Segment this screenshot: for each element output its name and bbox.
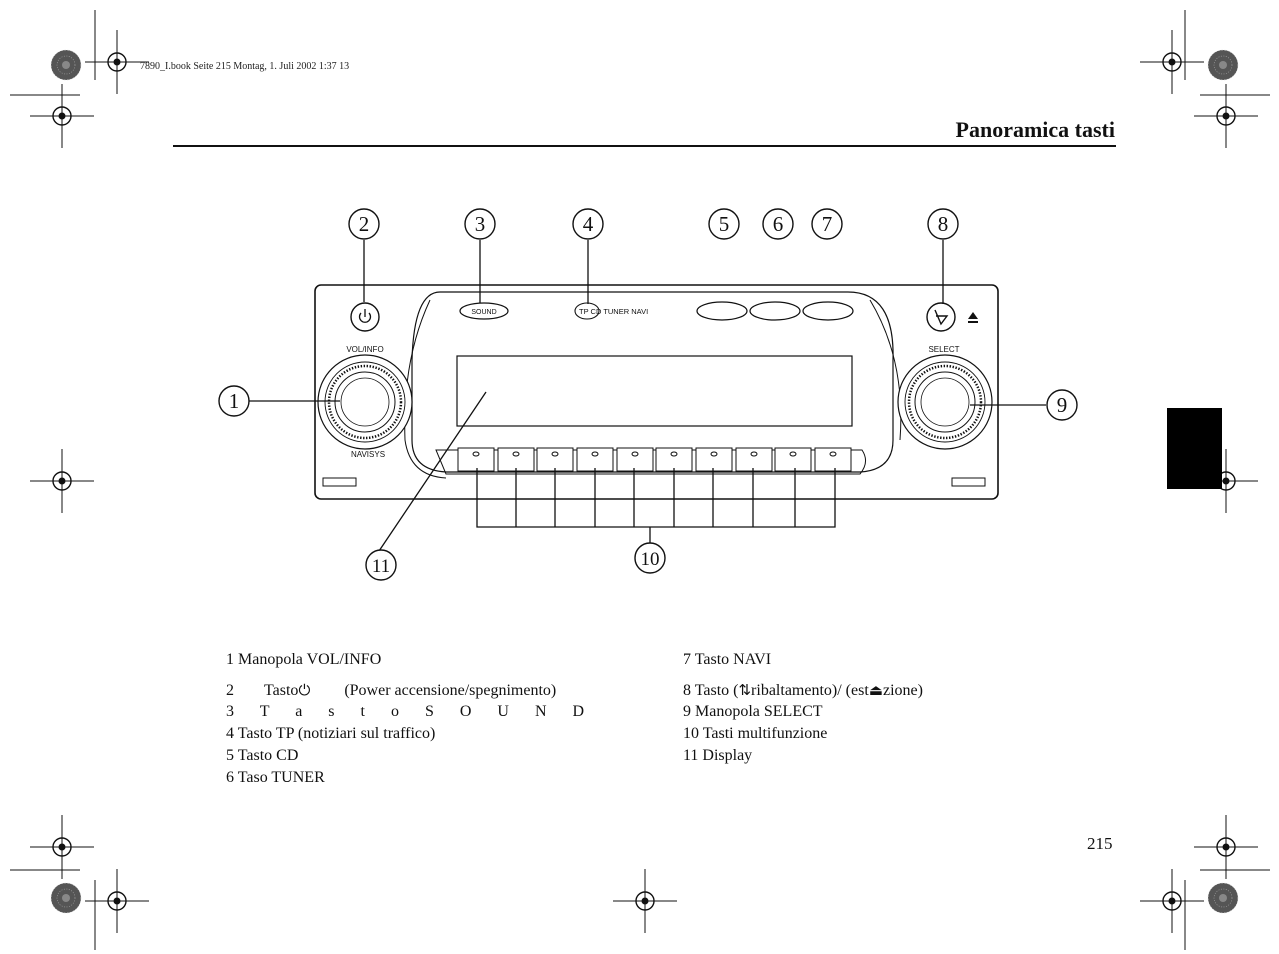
page-number: 215 <box>1087 834 1113 853</box>
button-led <box>829 451 837 457</box>
vol-info-knob[interactable] <box>317 354 413 450</box>
button-led <box>591 451 599 457</box>
legend-item-10: 10 Tasti multifunzione <box>683 725 828 742</box>
left-slot <box>322 477 357 487</box>
callout-circle <box>218 385 250 417</box>
callout-circle <box>572 208 604 240</box>
callout-number: 4 <box>583 212 594 236</box>
tp-button[interactable] <box>574 302 600 320</box>
select-knob[interactable] <box>897 354 993 450</box>
power-icon <box>358 309 372 323</box>
legend-item-4: 4 Tasto TP (notiziari sul traffico) <box>226 725 436 742</box>
multifunction-button[interactable] <box>457 447 495 472</box>
panel-inner-contour <box>411 291 894 473</box>
callout-number: 1 <box>229 389 240 413</box>
legend-item-2: 2 Tasto⏻ (Power accensione/spegnimento) <box>226 681 556 700</box>
callout-number: 11 <box>372 556 390 577</box>
button-led <box>472 451 480 457</box>
navi-button[interactable] <box>802 301 854 321</box>
legend-item-prefix: 8 Tasto ( <box>683 682 739 699</box>
callout-number: 10 <box>641 549 660 570</box>
callout-circle <box>762 208 794 240</box>
select-label: SELECT <box>928 345 959 354</box>
legend-item-1: 1 Manopola VOL/INFO <box>226 651 382 668</box>
button-led <box>710 451 718 457</box>
tilt-icon: ⇅ <box>738 681 752 699</box>
callout-number: 2 <box>359 212 370 236</box>
callout-number: 7 <box>822 212 833 236</box>
button-led <box>750 451 758 457</box>
eject-icon: ⏏ <box>868 681 883 699</box>
legend-item-3: 3 T a s t o S O U N D <box>226 703 596 720</box>
button-led <box>512 451 520 457</box>
vol-info-label: VOL/INFO <box>346 345 383 354</box>
button-led <box>631 451 639 457</box>
section-title: Panoramica tasti <box>955 117 1115 142</box>
callout-circle <box>365 549 397 581</box>
callout-circle <box>811 208 843 240</box>
title-rule <box>173 145 1116 147</box>
legend-item-5: 5 Tasto CD <box>226 747 299 764</box>
legend-item-middle: ribaltamento)/ (est <box>751 682 869 699</box>
sound-label: SOUND <box>471 309 496 316</box>
multifunction-button[interactable] <box>576 447 614 472</box>
button-led <box>670 451 678 457</box>
legend-item-7: 7 Tasto NAVI <box>683 651 772 668</box>
display-window <box>456 355 853 427</box>
button-led <box>789 451 797 457</box>
callout-number: 6 <box>773 212 784 236</box>
eject-icon <box>968 312 978 323</box>
right-slot <box>951 477 986 487</box>
button-led <box>551 451 559 457</box>
multifunction-button[interactable] <box>814 447 852 472</box>
callout-circle <box>927 208 959 240</box>
multifunction-button[interactable] <box>655 447 693 472</box>
legend-item-11: 11 Display <box>683 747 753 764</box>
cd-button[interactable] <box>696 301 748 321</box>
callout-number: 3 <box>475 212 486 236</box>
legend-item-suffix: zione) <box>882 682 923 699</box>
multifunction-button[interactable] <box>616 447 654 472</box>
callout-number: 9 <box>1057 393 1068 417</box>
legend-item-word: Tasto <box>264 682 299 699</box>
legend-item-number: 2 <box>226 682 234 699</box>
legend-item-9: 9 Manopola SELECT <box>683 703 823 720</box>
multifunction-buttons <box>457 447 852 472</box>
multifunction-button[interactable] <box>735 447 773 472</box>
tuner-button[interactable] <box>749 301 801 321</box>
callout-circle <box>634 542 666 574</box>
running-header: 7890_I.book Seite 215 Montag, 1. Juli 20… <box>140 61 350 72</box>
callout-circle <box>464 208 496 240</box>
multifunction-button[interactable] <box>774 447 812 472</box>
tilt-button[interactable] <box>926 302 956 332</box>
callout-number: 5 <box>719 212 730 236</box>
multifunction-button[interactable] <box>695 447 733 472</box>
multifunction-button[interactable] <box>497 447 535 472</box>
callout-number: 8 <box>938 212 949 236</box>
multifunction-button[interactable] <box>536 447 574 472</box>
navisys-label: NAVISYS <box>351 450 385 459</box>
callout-circle <box>1046 389 1078 421</box>
legend-item-6: 6 Taso TUNER <box>226 769 325 786</box>
power-icon: ⏻ <box>298 681 311 699</box>
source-buttons-label: TP CD TUNER NAVI <box>579 307 648 316</box>
chapter-tab <box>1167 408 1222 489</box>
legend-item-description: (Power accensione/spegnimento) <box>344 682 557 699</box>
tilt-icon <box>934 309 949 326</box>
legend-item-8: 8 Tasto (⇅ribaltamento)/ (est⏏zione) <box>683 681 923 700</box>
callout-circle <box>348 208 380 240</box>
callout-circle <box>708 208 740 240</box>
sound-button[interactable] <box>459 302 509 320</box>
